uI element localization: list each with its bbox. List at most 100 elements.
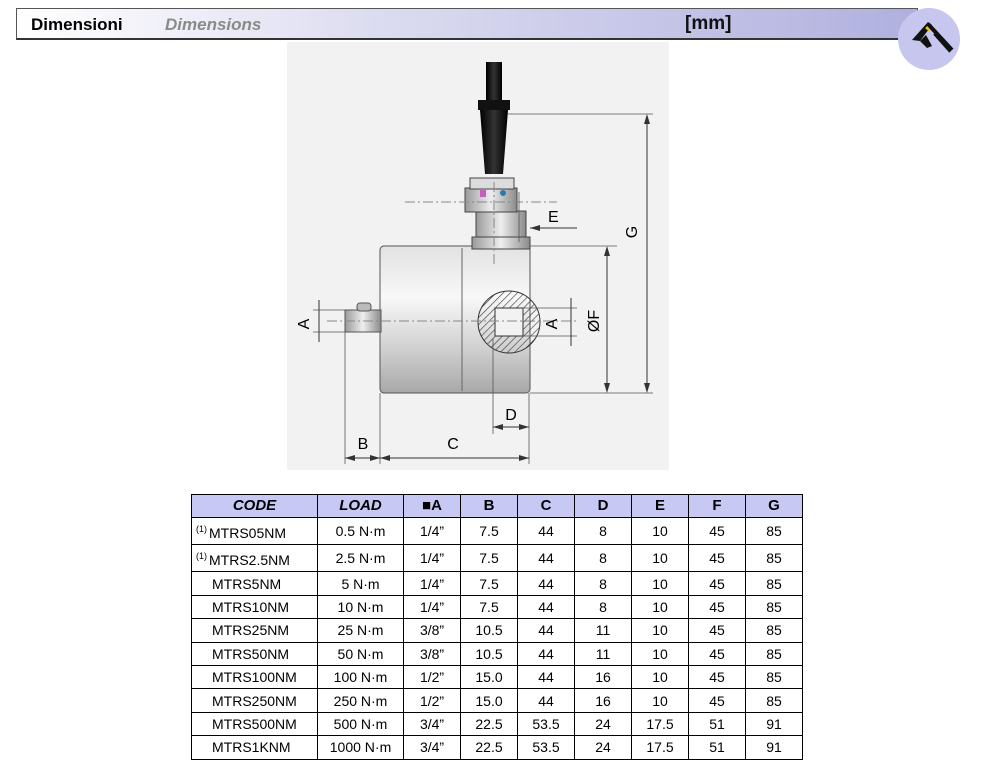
cell-code: MTRS1KNM [191, 735, 318, 760]
cell-e: 17.5 [631, 711, 689, 737]
cell-g: 85 [745, 544, 803, 573]
cell-d: 16 [574, 664, 632, 690]
cell-code: MTRS5NM [191, 571, 318, 596]
section-header: Dimensioni Dimensions [mm] [16, 8, 918, 40]
cell-code: MTRS100NM [191, 664, 318, 690]
cell-g: 85 [745, 571, 803, 596]
cell-code: (1)MTRS2.5NM [191, 544, 318, 573]
cell-f: 45 [688, 641, 746, 666]
cell-f: 45 [688, 688, 746, 713]
label-f: ØF [586, 310, 603, 332]
cell-load: 50 N·m [317, 641, 404, 666]
cell-a: 3/8” [403, 641, 461, 666]
cell-e: 10 [631, 594, 689, 620]
dimension-drawing: G ØF E A A D [287, 42, 669, 470]
cell-e: 17.5 [631, 735, 689, 760]
cell-c: 44 [517, 517, 575, 546]
cell-load: 250 N·m [317, 688, 404, 713]
cell-f: 45 [688, 664, 746, 690]
cell-a: 1/2” [403, 688, 461, 713]
cell-load: 0.5 N·m [317, 517, 404, 546]
cell-d: 11 [574, 618, 632, 643]
cell-d: 8 [574, 571, 632, 596]
cell-g: 85 [745, 618, 803, 643]
cell-load: 100 N·m [317, 664, 404, 690]
column-header: D [574, 493, 632, 519]
cell-c: 44 [517, 544, 575, 573]
cell-b: 10.5 [460, 618, 518, 643]
caliper-icon [898, 8, 960, 70]
label-a-left: A [296, 318, 313, 329]
footnote-marker: (1) [196, 524, 207, 535]
cell-a: 1/4” [403, 594, 461, 620]
cell-f: 45 [688, 571, 746, 596]
cell-a: 1/4” [403, 544, 461, 573]
label-g: G [624, 226, 641, 238]
column-header: C [517, 493, 575, 519]
cell-b: 15.0 [460, 688, 518, 713]
cell-a: 3/4” [403, 735, 461, 760]
cell-code: MTRS50NM [191, 641, 318, 666]
column-header: LOAD [317, 493, 404, 519]
cell-f: 45 [688, 594, 746, 620]
cell-e: 10 [631, 688, 689, 713]
cell-c: 44 [517, 688, 575, 713]
cell-e: 10 [631, 571, 689, 596]
header-title-it: Dimensioni [31, 15, 123, 34]
cell-e: 10 [631, 517, 689, 546]
cell-a: 1/4” [403, 517, 461, 546]
cell-b: 7.5 [460, 571, 518, 596]
cell-c: 44 [517, 594, 575, 620]
label-b: B [358, 436, 369, 453]
cell-c: 44 [517, 641, 575, 666]
cell-b: 7.5 [460, 517, 518, 546]
cell-code: MTRS25NM [191, 618, 318, 643]
cell-load: 5 N·m [317, 571, 404, 596]
cell-a: 1/2” [403, 664, 461, 690]
label-d: D [505, 407, 517, 424]
cell-b: 22.5 [460, 711, 518, 737]
cell-code: MTRS250NM [191, 688, 318, 713]
cell-g: 85 [745, 594, 803, 620]
cell-load: 500 N·m [317, 711, 404, 737]
cell-b: 7.5 [460, 594, 518, 620]
cell-load: 1000 N·m [317, 735, 404, 760]
cell-c: 53.5 [517, 735, 575, 760]
cell-c: 44 [517, 618, 575, 643]
cell-g: 85 [745, 641, 803, 666]
cell-a: 1/4” [403, 571, 461, 596]
cell-code: MTRS10NM [191, 594, 318, 620]
cell-b: 22.5 [460, 735, 518, 760]
column-header: CODE [191, 493, 318, 519]
cell-e: 10 [631, 641, 689, 666]
cell-g: 91 [745, 735, 803, 760]
cell-d: 16 [574, 688, 632, 713]
cell-g: 85 [745, 688, 803, 713]
column-header: ■A [403, 493, 461, 519]
cell-f: 45 [688, 544, 746, 573]
cell-load: 10 N·m [317, 594, 404, 620]
cell-b: 10.5 [460, 641, 518, 666]
cell-c: 44 [517, 571, 575, 596]
cell-code: MTRS500NM [191, 711, 318, 737]
footnote-marker: (1) [196, 551, 207, 562]
cell-g: 85 [745, 517, 803, 546]
cell-f: 45 [688, 618, 746, 643]
header-title-en: Dimensions [165, 15, 262, 34]
cell-d: 8 [574, 594, 632, 620]
cell-b: 7.5 [460, 544, 518, 573]
cell-b: 15.0 [460, 664, 518, 690]
column-header: G [745, 493, 803, 519]
cell-a: 3/4” [403, 711, 461, 737]
